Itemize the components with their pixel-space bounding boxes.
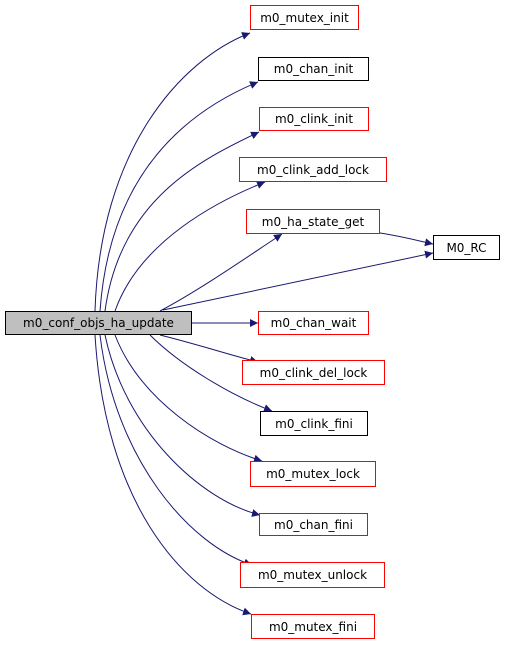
- edge-root-to-clink_del_lock: [159, 334, 259, 364]
- node-chan-init[interactable]: m0_chan_init: [258, 57, 369, 81]
- edge-root-to-mutex_init: [94, 32, 251, 312]
- node-clink-add-lock[interactable]: m0_clink_add_lock: [239, 157, 387, 182]
- edge-root-to-mutex_lock: [114, 334, 263, 463]
- edge-root-to-mutex_unlock: [99, 334, 253, 567]
- node-chan-fini[interactable]: m0_chan_fini: [259, 513, 368, 536]
- edge-root-to-chan_init: [99, 81, 259, 312]
- node-clink-init[interactable]: m0_clink_init: [259, 107, 369, 131]
- node-mutex-fini[interactable]: m0_mutex_fini: [251, 614, 375, 639]
- node-root-function[interactable]: m0_conf_objs_ha_update: [5, 311, 192, 335]
- edge-root-to-clink_add_lock: [114, 181, 266, 312]
- node-mutex-unlock[interactable]: m0_mutex_unlock: [240, 562, 385, 588]
- edge-root-to-mutex_fini: [94, 334, 252, 616]
- node-clink-del-lock[interactable]: m0_clink_del_lock: [242, 360, 385, 385]
- edge-root-to-m0_rc: [162, 250, 434, 311]
- node-ha-state-get[interactable]: m0_ha_state_get: [246, 209, 380, 234]
- edge-root-to-clink_init: [104, 131, 260, 312]
- edge-root-to-clink_fini: [149, 334, 273, 412]
- edge-root-to-chan_fini: [104, 334, 261, 517]
- edge-ha_state_get-to-m0_rc: [379, 232, 434, 247]
- node-m0-rc[interactable]: M0_RC: [433, 235, 500, 260]
- node-chan-wait[interactable]: m0_chan_wait: [258, 311, 369, 335]
- edge-root-to-ha_state_get: [159, 233, 283, 312]
- node-mutex-init[interactable]: m0_mutex_init: [250, 5, 359, 30]
- node-mutex-lock[interactable]: m0_mutex_lock: [250, 461, 376, 487]
- node-clink-fini[interactable]: m0_clink_fini: [260, 411, 368, 436]
